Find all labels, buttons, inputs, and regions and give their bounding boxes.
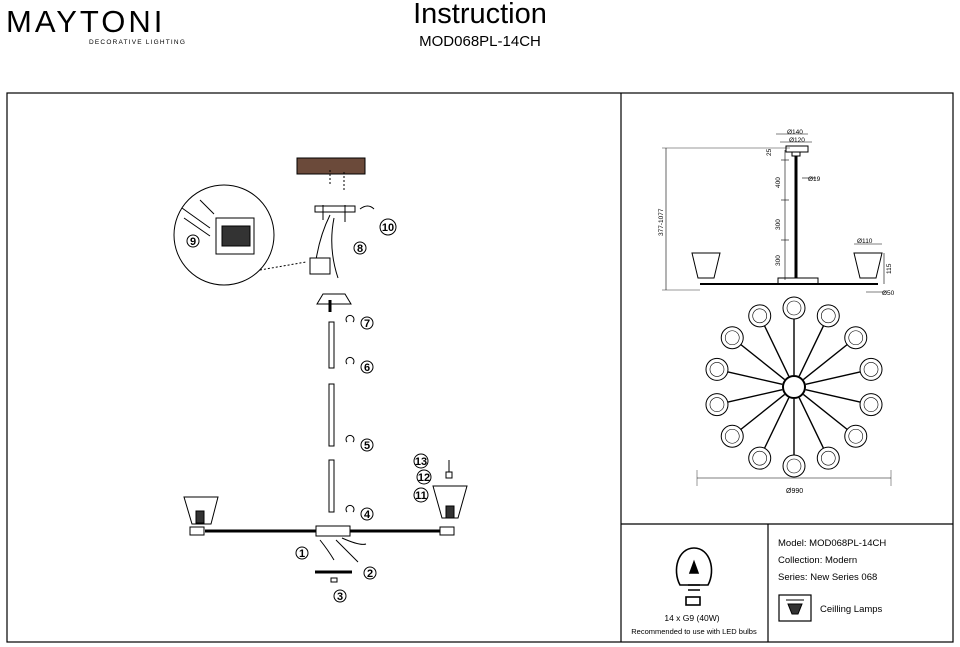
brand-logo: MAYTONI bbox=[6, 4, 166, 39]
rod-1 bbox=[328, 321, 335, 369]
brand-tagline: DECORATIVE LIGHTING bbox=[89, 39, 187, 46]
top-view-shade bbox=[844, 326, 868, 350]
top-view-shade-inner bbox=[724, 428, 740, 444]
side-elevation bbox=[662, 133, 886, 293]
step-marker-9: 9 bbox=[186, 234, 200, 248]
top-view-shade bbox=[859, 357, 883, 381]
top-view-shade bbox=[816, 304, 840, 328]
top-view-shade bbox=[748, 304, 772, 328]
sheet-frame bbox=[6, 92, 954, 643]
svg-text:7: 7 bbox=[364, 318, 370, 330]
spec-collection: Collection: Modern bbox=[778, 555, 858, 566]
step-marker-10: 10 bbox=[379, 218, 397, 236]
top-view-shade-inner bbox=[863, 362, 879, 377]
top-view-shade bbox=[720, 424, 744, 448]
bulb-note: Recommended to use with LED bulbs bbox=[631, 627, 757, 636]
step-marker-13: 13 bbox=[413, 453, 429, 469]
top-view-shade-inner bbox=[863, 397, 879, 412]
ceiling-lamp-type-icon bbox=[778, 594, 812, 622]
document-model-code: MOD068PL-14CH bbox=[419, 33, 541, 50]
dim-h115: 115 bbox=[886, 263, 893, 274]
top-view-shade bbox=[844, 424, 868, 448]
step-marker-12: 12 bbox=[416, 469, 432, 485]
top-view-shade bbox=[859, 393, 883, 417]
dim-d120: Ø120 bbox=[789, 137, 805, 144]
canopy bbox=[316, 293, 352, 305]
svg-text:5: 5 bbox=[364, 440, 370, 452]
dim-h300b: 300 bbox=[775, 255, 782, 266]
document-title: Instruction bbox=[413, 0, 547, 30]
top-view-shade-inner bbox=[848, 428, 864, 444]
step-marker-8: 8 bbox=[353, 241, 367, 255]
svg-text:2: 2 bbox=[367, 568, 373, 580]
top-view-shade-inner bbox=[786, 300, 802, 316]
dim-h25: 25 bbox=[766, 148, 773, 156]
top-view-shade bbox=[816, 446, 840, 470]
rod-2 bbox=[328, 383, 335, 447]
top-view-hub bbox=[782, 375, 806, 399]
top-view-shade-inner bbox=[820, 450, 836, 466]
svg-text:3: 3 bbox=[337, 591, 343, 603]
dim-d990: Ø990 bbox=[786, 488, 803, 495]
rod-3 bbox=[328, 459, 335, 513]
top-view-shade-inner bbox=[709, 397, 725, 412]
bulb-icon bbox=[675, 547, 713, 606]
step-marker-7: 7 bbox=[360, 316, 374, 330]
ceiling-block bbox=[296, 157, 366, 175]
dim-total-height: 377-1077 bbox=[658, 208, 665, 236]
step-marker-2: 2 bbox=[363, 566, 377, 580]
top-view-shade-inner bbox=[786, 458, 802, 474]
step-marker-4: 4 bbox=[360, 507, 374, 521]
top-view-shade-inner bbox=[752, 450, 768, 466]
svg-text:10: 10 bbox=[382, 222, 394, 234]
dim-d140: Ø140 bbox=[787, 129, 803, 136]
svg-text:8: 8 bbox=[357, 243, 363, 255]
dim-d50: Ø50 bbox=[882, 290, 895, 297]
svg-text:13: 13 bbox=[415, 456, 427, 468]
top-view-shade bbox=[705, 393, 729, 417]
spec-type: Ceilling Lamps bbox=[820, 604, 883, 615]
dim-h300a: 300 bbox=[775, 219, 782, 230]
top-view-shade-inner bbox=[724, 330, 740, 346]
step-marker-6: 6 bbox=[360, 360, 374, 374]
top-view-dimension bbox=[696, 470, 892, 486]
dim-d110: Ø110 bbox=[857, 238, 873, 245]
top-view-shade-inner bbox=[848, 330, 864, 346]
step-markers: 1 2 3 4 5 6 7 8 9 10 11 12 13 bbox=[186, 218, 432, 603]
step-marker-11: 11 bbox=[413, 487, 429, 503]
dim-d19: Ø19 bbox=[808, 176, 821, 183]
dim-h400: 400 bbox=[775, 177, 782, 188]
step-marker-5: 5 bbox=[360, 438, 374, 452]
svg-text:9: 9 bbox=[190, 236, 196, 248]
bulb-spec: 14 x G9 (40W) bbox=[664, 613, 720, 623]
top-view bbox=[705, 296, 883, 478]
spec-model: Model: MOD068PL-14CH bbox=[778, 538, 887, 549]
top-view-shade bbox=[782, 454, 806, 478]
svg-text:1: 1 bbox=[299, 548, 305, 560]
svg-text:11: 11 bbox=[415, 490, 427, 502]
mounting-bar bbox=[314, 205, 356, 213]
top-view-shade bbox=[705, 357, 729, 381]
svg-text:4: 4 bbox=[364, 509, 371, 521]
top-view-shade bbox=[748, 446, 772, 470]
spec-series: Series: New Series 068 bbox=[778, 572, 878, 583]
top-view-shade bbox=[782, 296, 806, 320]
svg-text:6: 6 bbox=[364, 362, 370, 374]
side-elevation-labels: Ø140 Ø120 Ø19 Ø110 Ø50 25 400 300 300 11… bbox=[658, 129, 895, 297]
top-view-shade-inner bbox=[752, 308, 768, 324]
top-view-shade bbox=[720, 326, 744, 350]
step-marker-1: 1 bbox=[295, 546, 309, 560]
svg-text:12: 12 bbox=[418, 472, 430, 484]
assembly-drawing bbox=[173, 157, 468, 583]
shade-right bbox=[432, 485, 468, 519]
step-marker-3: 3 bbox=[333, 589, 347, 603]
center-hub bbox=[315, 525, 351, 537]
top-view-shade-inner bbox=[709, 362, 725, 377]
top-view-shade-inner bbox=[820, 308, 836, 324]
